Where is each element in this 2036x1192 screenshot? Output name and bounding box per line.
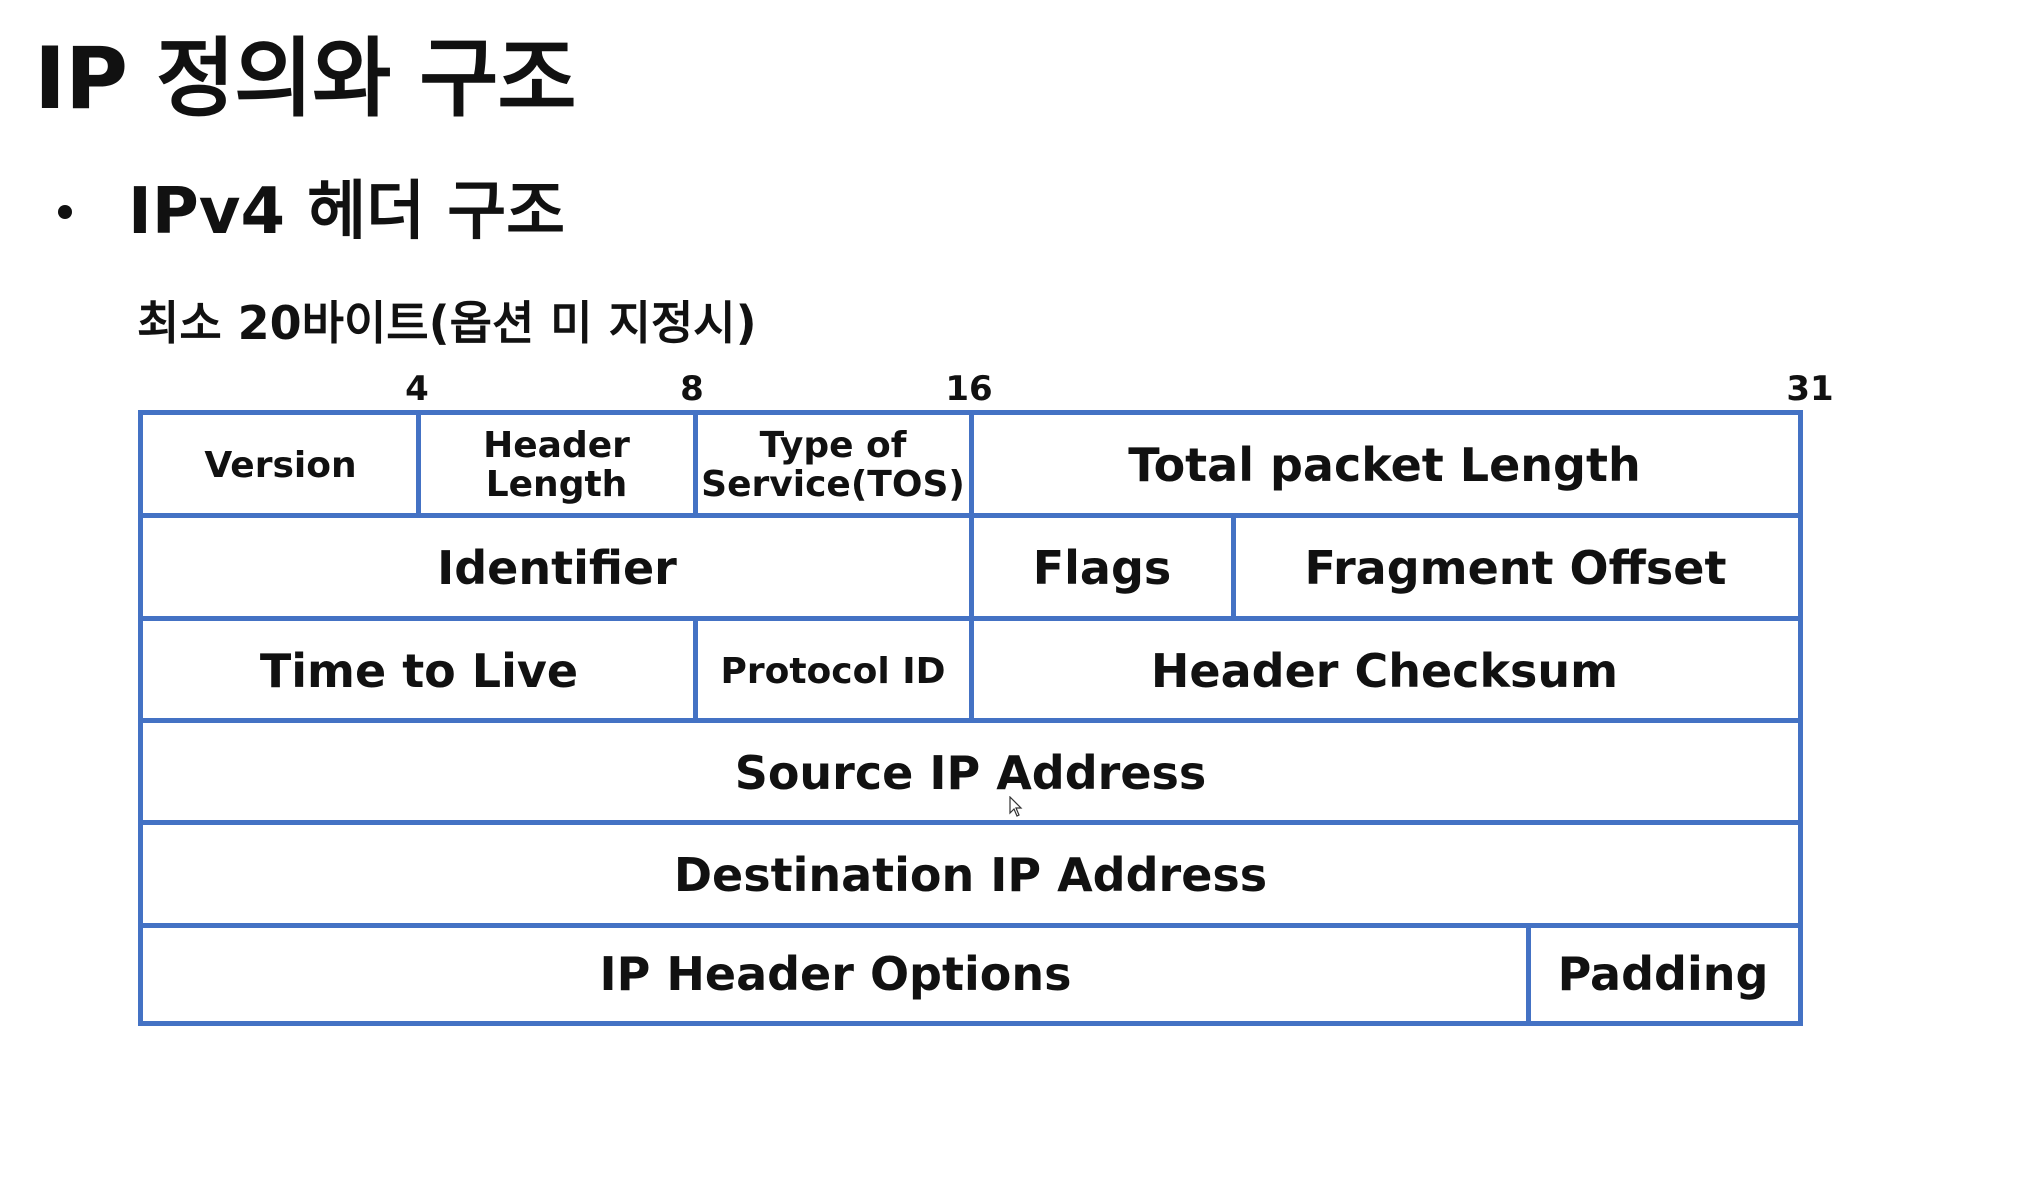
field-type-of-service: Type of Service(TOS) — [701, 425, 965, 505]
bit-marker-8: 8 — [680, 369, 704, 409]
ipv4-header-table: Version Header Length Type of Service(TO… — [138, 410, 1803, 1026]
caption: 최소 20바이트(옵션 미 지정시) — [137, 296, 757, 350]
slide-title: IP 정의와 구조 — [34, 29, 577, 129]
field-padding: Padding — [1557, 946, 1769, 1001]
bit-marker-4: 4 — [405, 369, 429, 409]
row-divider — [143, 820, 1798, 825]
header-row-6: IP Header Options Padding — [143, 928, 1798, 1021]
header-row-5: Destination IP Address — [143, 825, 1798, 927]
field-header-length: Header Length — [483, 425, 630, 505]
field-ip-header-options: IP Header Options — [599, 946, 1072, 1001]
field-destination-ip-address: Destination IP Address — [673, 848, 1268, 903]
header-row-4: Source IP Address — [143, 723, 1798, 825]
field-fragment-offset: Fragment Offset — [1304, 541, 1727, 596]
bit-marker-31: 31 — [1786, 369, 1834, 409]
field-protocol-id: Protocol ID — [720, 650, 946, 692]
header-row-1: Version Header Length Type of Service(TO… — [143, 415, 1798, 517]
field-version: Version — [204, 444, 357, 486]
header-row-3: Time to Live Protocol ID Header Checksum — [143, 621, 1798, 723]
column-divider — [1526, 928, 1531, 1021]
column-divider — [693, 621, 698, 718]
field-source-ip-address: Source IP Address — [734, 746, 1207, 801]
column-divider — [693, 415, 698, 513]
field-identifier: Identifier — [437, 541, 677, 596]
column-divider — [1231, 518, 1236, 616]
field-total-packet-length: Total packet Length — [1128, 438, 1641, 493]
field-header-checksum: Header Checksum — [1150, 644, 1619, 699]
bullet-item: IPv4 헤더 구조 — [58, 180, 565, 244]
bit-marker-16: 16 — [945, 369, 993, 409]
bullet-text: IPv4 헤더 구조 — [128, 175, 566, 249]
bullet-dot-icon — [58, 205, 72, 219]
column-divider — [416, 415, 421, 513]
field-time-to-live: Time to Live — [259, 644, 579, 699]
row-divider — [143, 718, 1798, 723]
column-divider — [969, 415, 974, 718]
row-divider — [143, 923, 1798, 928]
field-flags: Flags — [1032, 541, 1172, 596]
mouse-cursor-icon — [1009, 796, 1023, 817]
header-row-2: Identifier Flags Fragment Offset — [143, 518, 1798, 620]
